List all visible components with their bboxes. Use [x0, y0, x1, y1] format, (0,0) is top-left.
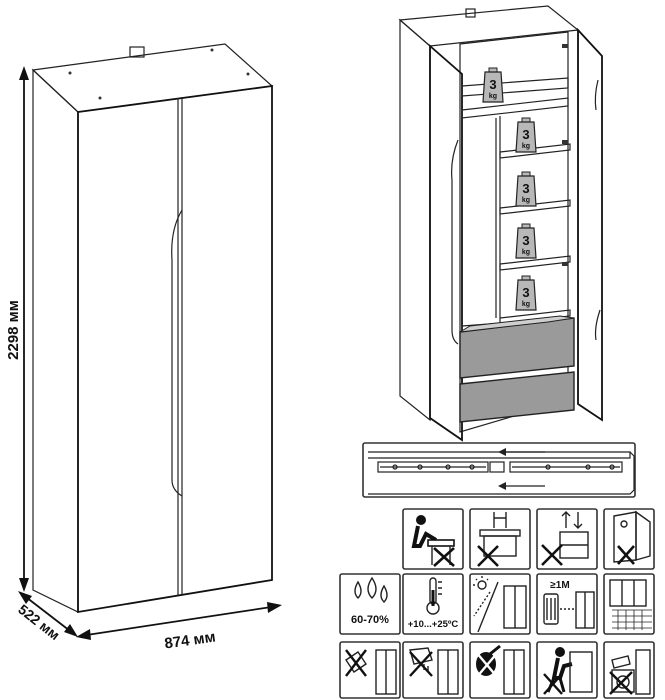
icon-distance-from-heater: ≥1M [536, 573, 598, 635]
icon-no-washing-machine [603, 641, 655, 699]
weight-icon-top: 3 kg [482, 67, 504, 103]
weight-value: 3 [522, 127, 529, 142]
distance-label: ≥1M [550, 580, 569, 591]
icon-level-floor [603, 573, 655, 635]
icon-no-hanging-on-door [603, 508, 655, 570]
weight-unit: kg [489, 93, 497, 100]
icon-no-cleaning-chemicals [339, 641, 401, 699]
icon-humidity: 60-70% [339, 573, 401, 635]
weight-unit: kg [522, 301, 530, 308]
weight-unit: kg [522, 249, 530, 256]
icon-no-climbing-drawer [536, 508, 598, 570]
weight-unit: kg [522, 197, 530, 204]
height-dimension: 2298 мм [5, 66, 29, 592]
icon-no-direct-sunlight [469, 573, 531, 635]
icon-no-moving-assembled [536, 641, 598, 699]
weight-icon-3: 3 kg [515, 223, 537, 259]
weight-icon-4: 3 kg [515, 275, 537, 311]
icon-no-water [402, 641, 464, 699]
weight-value: 3 [489, 77, 496, 92]
height-label: 2298 мм [5, 300, 22, 360]
weight-icon-2: 3 kg [515, 171, 537, 207]
weight-value: 3 [522, 285, 529, 300]
icon-temperature: +10...+25ºC [402, 573, 464, 635]
icon-no-standing-on-furniture [402, 508, 464, 570]
temperature-label: +10...+25ºC [408, 619, 459, 630]
drawer-bottom [459, 371, 575, 423]
humidity-label: 60-70% [351, 614, 389, 626]
icon-no-overload-top [469, 508, 531, 570]
open-wardrobe: 3 kg 3 kg 3 kg 3 kg 3 kg [398, 5, 603, 442]
drawer-rail-diagram [362, 442, 636, 498]
closed-wardrobe [31, 43, 274, 614]
icon-no-sharp-objects [469, 641, 531, 699]
width-dimension: 874 мм [76, 602, 282, 652]
weight-unit: kg [522, 143, 530, 150]
width-label: 874 мм [163, 629, 216, 653]
weight-value: 3 [522, 181, 529, 196]
weight-value: 3 [522, 233, 529, 248]
weight-icon-1: 3 kg [515, 117, 537, 153]
depth-dimension: 522 мм [15, 591, 78, 643]
